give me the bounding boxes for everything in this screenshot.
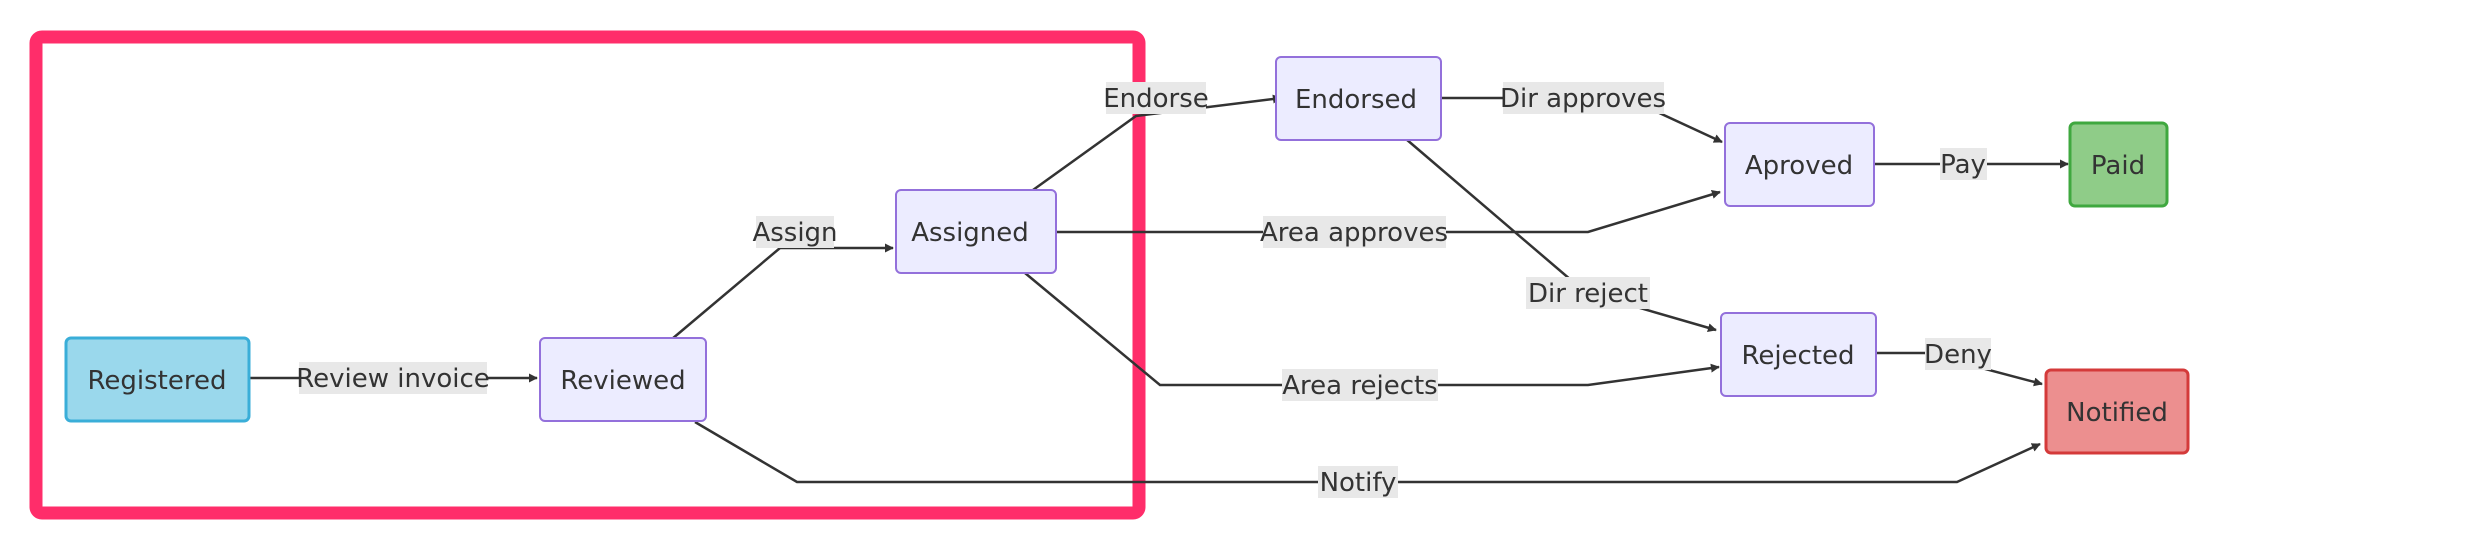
edge-area-approves [1055,190,1721,234]
node-label: Aproved [1745,151,1853,181]
node-label: Endorsed [1295,85,1417,115]
node-label: Reviewed [560,366,685,396]
node-rejected[interactable]: Rejected [1720,312,1877,397]
node-label: Notified [2066,398,2168,428]
svg-text:Endorse: Endorse [1103,84,1209,114]
node-label: Paid [2091,151,2145,181]
node-label: Assigned [911,218,1029,248]
node-reviewed[interactable]: Reviewed [539,337,707,422]
edge-label-endorse: Endorse [1103,82,1209,114]
node-aproved[interactable]: Aproved [1724,122,1875,207]
node-registered[interactable]: Registered [64,336,251,423]
svg-text:Area approves: Area approves [1260,218,1448,248]
node-assigned[interactable]: Assigned [895,189,1057,274]
node-notified[interactable]: Notified [2044,368,2190,455]
node-paid[interactable]: Paid [2068,121,2169,208]
edge-label-dir-reject: Dir reject [1526,277,1650,309]
edge-label-review-invoice: Review invoice [296,362,490,394]
edge-endorse [1032,94,1282,192]
node-label: Registered [88,366,227,396]
edge-label-area-approves: Area approves [1260,216,1448,248]
node-endorsed[interactable]: Endorsed [1275,56,1442,141]
edge-label-notify: Notify [1318,466,1398,498]
edge-label-area-rejects: Area rejects [1282,369,1438,401]
edge-label-pay: Pay [1940,148,1987,180]
svg-text:Deny: Deny [1924,340,1992,370]
highlight-box [29,30,1146,520]
svg-text:Assign: Assign [752,218,837,248]
svg-text:Review invoice: Review invoice [296,364,490,394]
node-label: Rejected [1741,341,1854,371]
svg-text:Pay: Pay [1940,150,1986,180]
edge-assign [671,243,894,340]
svg-text:Area rejects: Area rejects [1282,371,1437,401]
svg-text:Dir reject: Dir reject [1528,279,1648,309]
edge-label-dir-approves: Dir approves [1500,82,1666,114]
svg-text:Notify: Notify [1320,468,1397,498]
edge-label-deny: Deny [1924,338,1992,370]
edge-label-assign: Assign [752,216,838,248]
svg-text:Dir approves: Dir approves [1500,84,1666,114]
